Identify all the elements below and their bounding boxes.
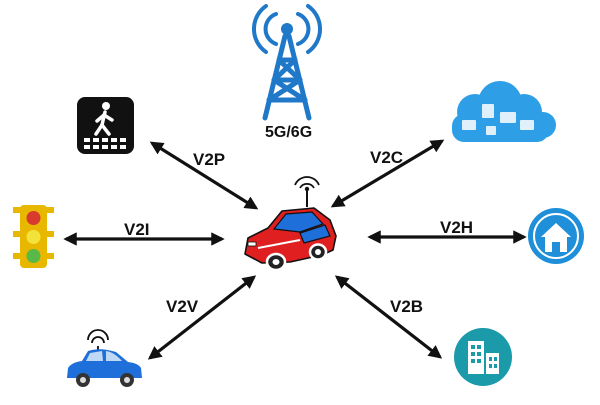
- label-v2i: V2I: [124, 220, 150, 239]
- vehicle-icon: [67, 329, 142, 387]
- arrow-v2v: [147, 275, 257, 360]
- cell-tower-icon: [252, 4, 322, 121]
- connected-car-icon: [244, 176, 337, 272]
- label-tower: 5G/6G: [265, 124, 312, 141]
- link-arrows: [63, 139, 527, 360]
- arrow-v2c: [330, 139, 445, 208]
- cloud-icon: [452, 81, 556, 142]
- label-v2h: V2H: [440, 218, 473, 237]
- home-icon: [528, 208, 584, 264]
- traffic-light-icon: [13, 205, 54, 268]
- label-v2b: V2B: [390, 297, 423, 316]
- label-v2p: V2P: [193, 150, 225, 169]
- pedestrian-crossing-icon: [77, 97, 134, 154]
- label-v2v: V2V: [166, 297, 199, 316]
- arrow-v2b: [334, 275, 443, 359]
- label-v2c: V2C: [370, 148, 403, 167]
- building-icon: [454, 328, 512, 386]
- arrow-v2p: [149, 141, 259, 210]
